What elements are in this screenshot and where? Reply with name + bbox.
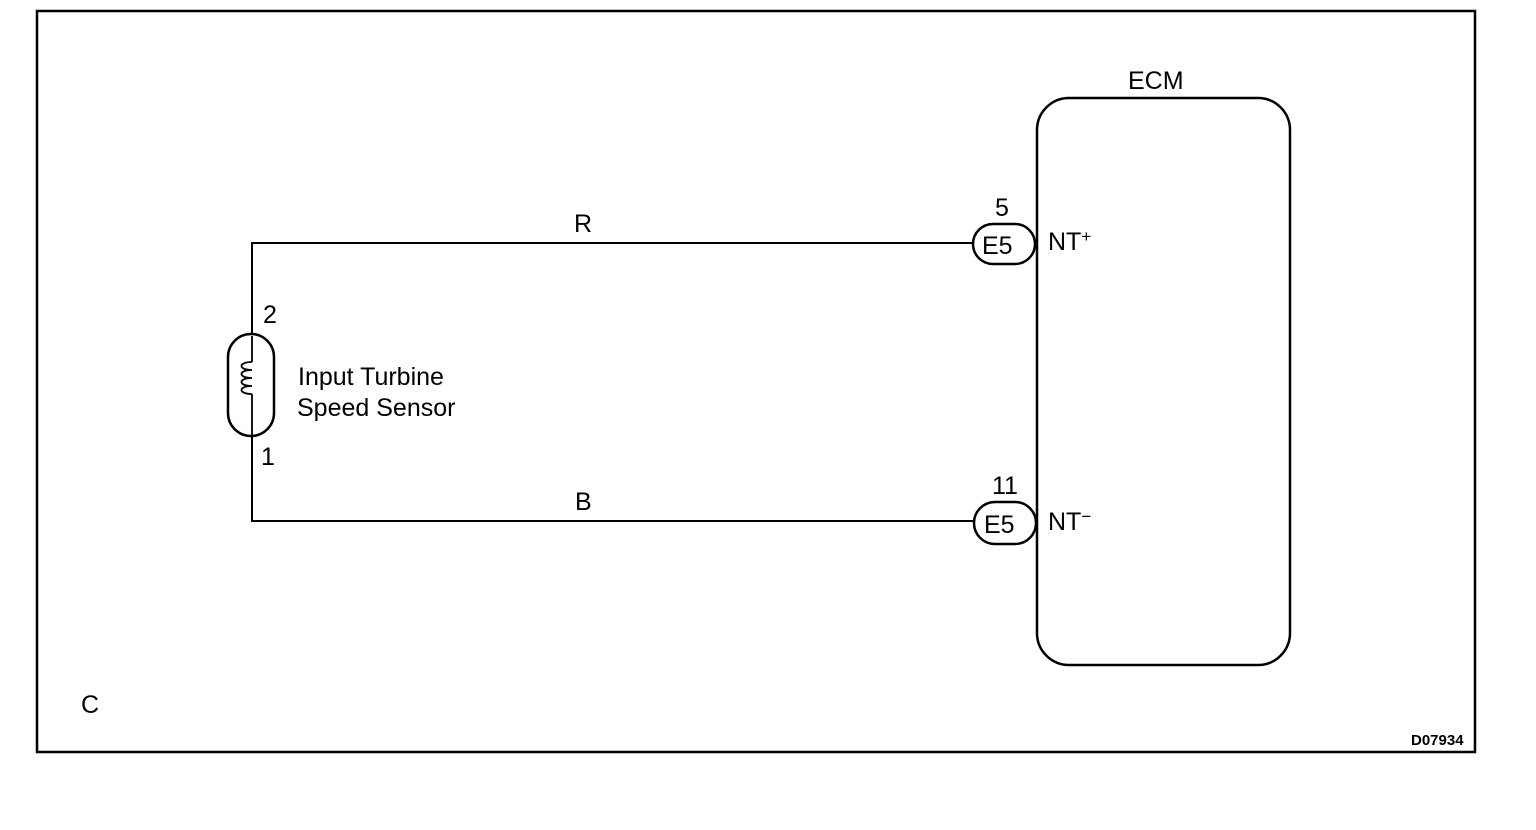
connector-e5-top-label: E5 xyxy=(982,232,1013,260)
ecm-title: ECM xyxy=(1128,67,1184,95)
sensor-name-line1: Input Turbine xyxy=(298,363,444,391)
diagram-frame xyxy=(35,9,1477,754)
wire-top xyxy=(251,242,975,336)
pin-number-bottom: 11 xyxy=(992,472,1018,500)
signal-nt-minus: NT− xyxy=(1048,507,1091,536)
corner-letter: C xyxy=(81,691,99,719)
wire-bottom xyxy=(251,436,976,522)
connector-e5-bottom xyxy=(972,500,1038,546)
wire-top-color: R xyxy=(574,210,592,238)
coil-icon xyxy=(240,336,253,436)
connector-e5-bottom-label: E5 xyxy=(984,511,1015,539)
sensor-body xyxy=(226,332,276,438)
signal-nt-plus: NT+ xyxy=(1048,227,1091,256)
figure-code: D07934 xyxy=(1411,732,1464,749)
sensor-name-line2: Speed Sensor xyxy=(297,394,455,422)
sensor-pin-top: 2 xyxy=(263,301,277,329)
sensor-pin-bottom: 1 xyxy=(261,443,275,471)
wire-bottom-color: B xyxy=(575,488,592,516)
ecm-box xyxy=(1035,96,1292,667)
pin-number-top: 5 xyxy=(995,194,1009,222)
connector-e5-top xyxy=(971,222,1037,266)
